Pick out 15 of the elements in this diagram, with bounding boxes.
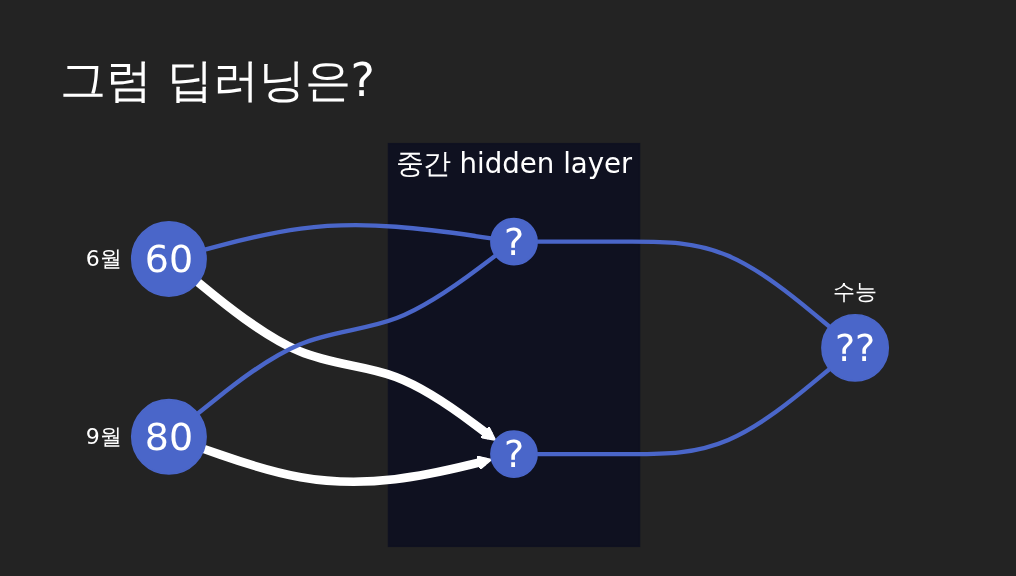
connector — [537, 239, 831, 329]
node-caption: 9월 — [85, 422, 122, 451]
arrow — [195, 278, 497, 441]
slide-title: 그럼 딥러닝은? — [60, 52, 376, 109]
node-circle: 60 — [130, 220, 207, 297]
node-circle: ? — [490, 430, 538, 478]
node-circle: 80 — [130, 398, 207, 475]
node-circle: ? — [490, 217, 538, 266]
node-circle: ?? — [821, 313, 890, 382]
connector — [537, 367, 831, 457]
arrow — [202, 444, 493, 487]
connector — [196, 253, 497, 416]
node-caption: 수능 — [833, 277, 878, 306]
node-caption: 6월 — [85, 244, 122, 273]
connector — [204, 223, 492, 252]
